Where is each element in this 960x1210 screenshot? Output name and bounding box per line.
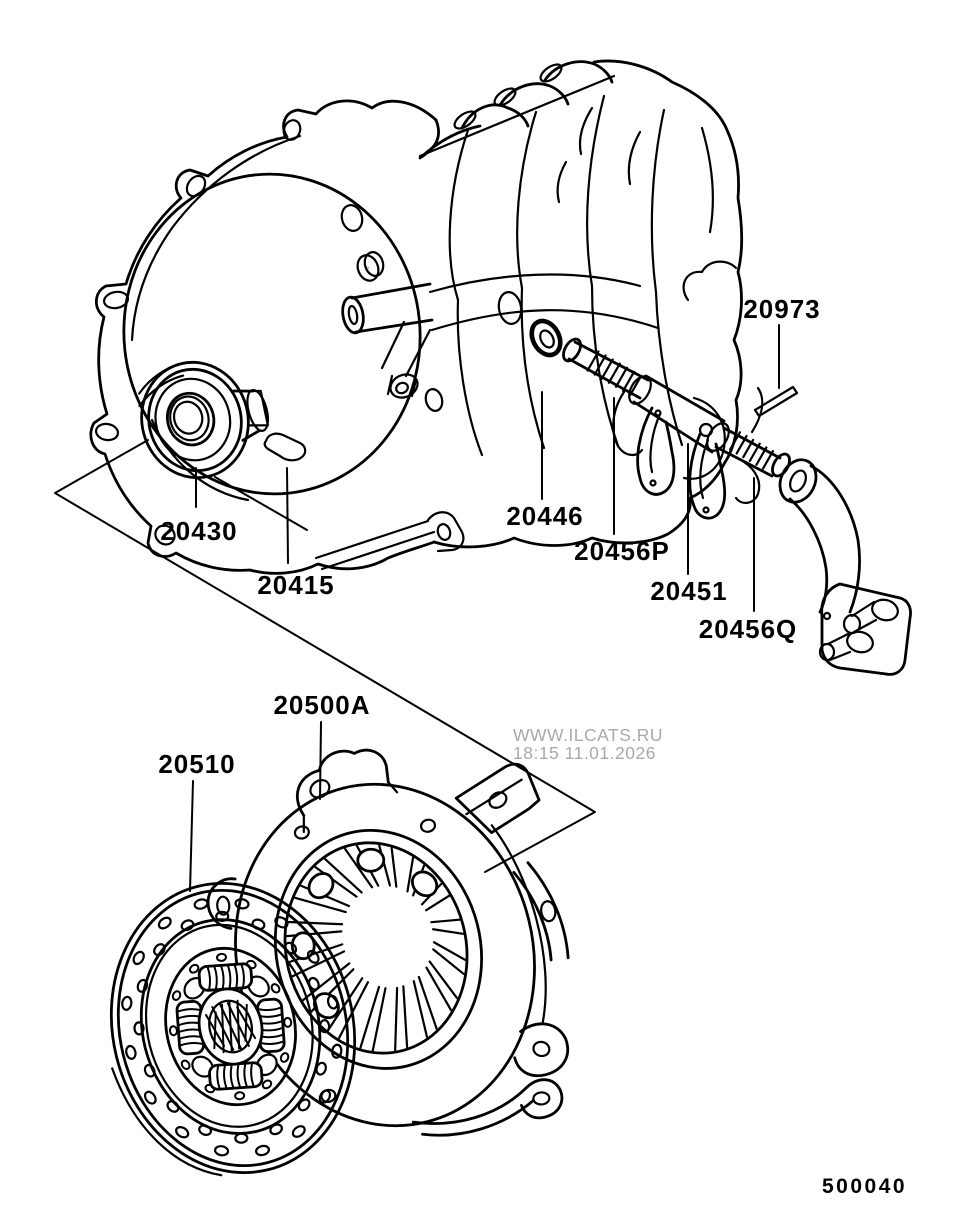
pin-20973 [753,385,799,418]
lever-and-bracket [778,458,912,676]
bushing-20446 [529,318,563,358]
group-line [54,439,596,873]
part-label-20456Q[interactable]: 20456Q [699,614,798,644]
part-label-20510[interactable]: 20510 [158,749,235,779]
part-labels: 20973 20430 20415 20446 20456P 20451 204… [158,294,820,779]
watermark: WWW.ILCATS.RU 18:15 11.01.2026 [513,725,663,763]
leader-20510 [189,780,194,892]
leader-20500A [319,721,322,800]
leader-20415 [286,467,289,564]
hub-splines [205,999,257,1054]
page-code: 500040 [822,1175,907,1198]
diaphragm-fingers [285,844,467,1052]
pin-20415 [263,432,307,462]
watermark-site: WWW.ILCATS.RU [513,725,663,745]
clutch-disc-20510 [109,881,357,1177]
part-label-20430[interactable]: 20430 [160,516,237,546]
part-label-20446[interactable]: 20446 [506,501,583,531]
release-fork-shaft [562,337,791,520]
part-label-20500A[interactable]: 20500A [273,690,370,720]
release-bearing-20430 [138,360,270,480]
part-label-20456P[interactable]: 20456P [574,536,670,566]
shaft-springs [586,350,775,470]
clutch-cover-20500A [206,748,570,1137]
part-label-20415[interactable]: 20415 [257,570,334,600]
input-shaft [341,282,434,399]
part-label-20973[interactable]: 20973 [743,294,820,324]
leader-lines [54,324,780,892]
disc-rivets [121,898,343,1157]
watermark-datetime: 18:15 11.01.2026 [513,743,656,763]
part-label-20451[interactable]: 20451 [650,576,727,606]
transmission-housing [89,59,744,575]
group-line-short [214,476,308,531]
bolt-holes [94,119,385,546]
